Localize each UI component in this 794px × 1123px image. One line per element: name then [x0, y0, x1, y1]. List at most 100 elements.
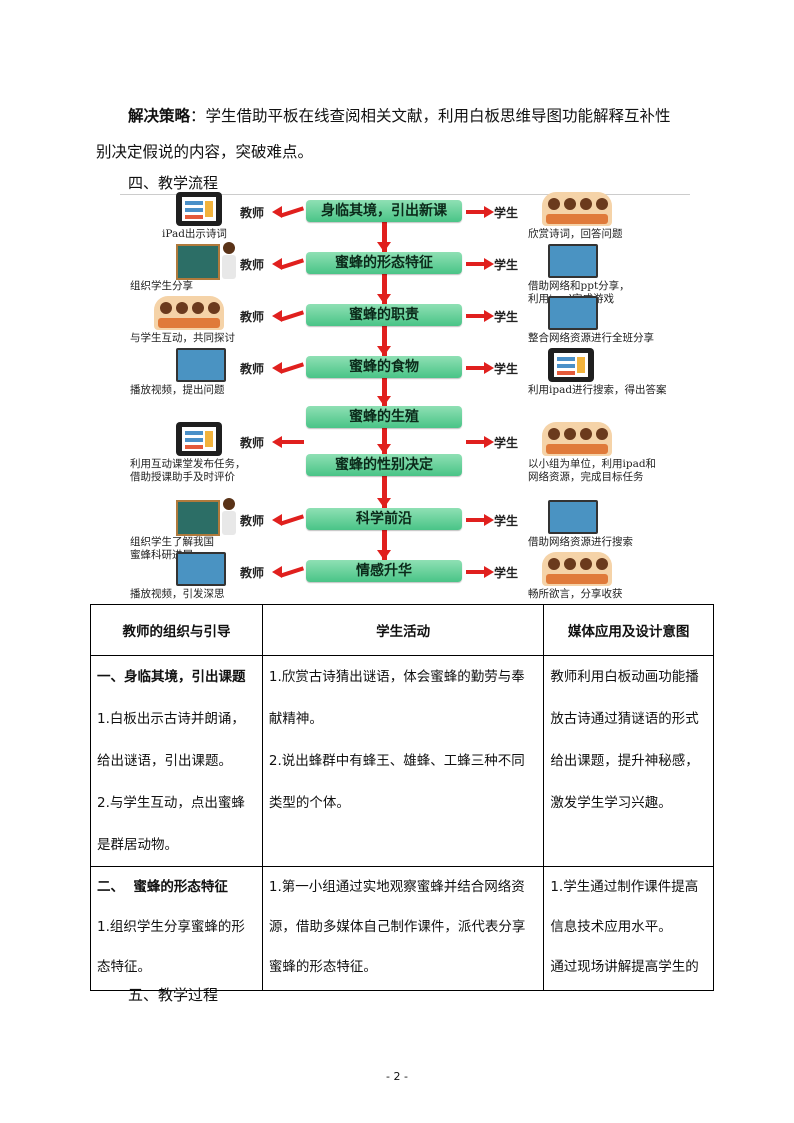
- student-group-icon: [542, 192, 612, 226]
- student-caption: 畅所欲言，分享收获: [528, 588, 623, 600]
- flow-spine: [382, 214, 387, 569]
- right-arrowhead-icon: [484, 258, 494, 270]
- row1-teacher-title: 一、身临其境，引出课题: [97, 669, 246, 685]
- row2-media-line: 信息技术应用水平。: [550, 919, 672, 935]
- teacher-board-icon: [176, 500, 220, 536]
- right-arrow-icon: [466, 570, 488, 574]
- teacher-label: 教师: [240, 514, 265, 528]
- strategy-paragraph: 解决策略：学生借助平板在线查阅相关文献，利用白板思维导图功能解释互补性 别决定假…: [96, 98, 696, 170]
- left-arrowhead-icon: [272, 566, 282, 578]
- down-arrow-icon: [377, 242, 391, 252]
- teacher-board-icon: [176, 244, 220, 280]
- teacher-caption: 播放视频，引发深思: [130, 588, 225, 600]
- row1-media-line: 放古诗通过猜谜语的形式: [550, 711, 699, 727]
- row1-teacher-line: 1.白板出示古诗并朗诵，: [97, 711, 245, 727]
- flow-step: 科学前沿: [306, 508, 462, 530]
- student-caption: 以小组为单位，利用ipad和: [528, 458, 657, 470]
- row2-teacher-title: 二、 蜜蜂的形态特征: [97, 879, 228, 895]
- row2-media-line: 通过现场讲解提高学生的: [550, 959, 699, 975]
- left-arrowhead-icon: [272, 206, 282, 218]
- student-caption: 利用ipad进行搜索，得出答案: [528, 384, 667, 396]
- row2-student-line: 1.第一小组通过实地观察蜜蜂并结合网络资: [268, 879, 525, 895]
- strategy-text-2: 别决定假说的内容，突破难点。: [96, 143, 314, 161]
- teaching-flow-chart: 身临其境，引出新课蜜蜂的形态特征蜜蜂的职责蜜蜂的食物蜜蜂的生殖蜜蜂的性别决定科学…: [120, 192, 690, 600]
- right-arrow-icon: [466, 366, 488, 370]
- student-label: 学生: [494, 566, 519, 580]
- row1-student-line: 类型的个体。: [268, 795, 350, 811]
- student-label: 学生: [494, 310, 519, 324]
- student-group-icon: [542, 552, 612, 586]
- teacher-label: 教师: [240, 362, 265, 376]
- teacher-monitor-icon: [176, 552, 226, 586]
- row2-media-cell: 1.学生通过制作课件提高 信息技术应用水平。 通过现场讲解提高学生的: [543, 866, 714, 991]
- student-label: 学生: [494, 514, 519, 528]
- left-arrowhead-icon: [272, 514, 282, 526]
- table-row: 一、身临其境，引出课题 1.白板出示古诗并朗诵， 给出谜语，引出课题。 2.与学…: [90, 655, 714, 867]
- teacher-caption: 利用互动课堂发布任务，: [130, 458, 246, 470]
- flow-step: 身临其境，引出新课: [306, 200, 462, 222]
- teacher-label: 教师: [240, 310, 265, 324]
- teacher-caption: 组织学生了解我国: [130, 536, 214, 548]
- right-arrowhead-icon: [484, 514, 494, 526]
- left-arrow-icon: [279, 258, 305, 270]
- student-caption: 整合网络资源进行全班分享: [528, 332, 654, 344]
- left-arrow-icon: [279, 362, 305, 374]
- row1-student-line: 献精神。: [268, 711, 323, 727]
- section-4-heading: 四、教学流程: [128, 174, 219, 192]
- flow-step: 蜜蜂的性别决定: [306, 454, 462, 476]
- teacher-caption: 与学生互动，共同探讨: [130, 332, 235, 344]
- strategy-label: 解决策略: [128, 107, 191, 125]
- down-arrow-icon: [377, 346, 391, 356]
- down-arrow-icon: [377, 550, 391, 560]
- down-arrow-icon: [377, 444, 391, 454]
- right-arrowhead-icon: [484, 310, 494, 322]
- row1-student-line: 2.说出蜂群中有蜂王、雄蜂、工蜂三种不同: [268, 753, 525, 769]
- down-arrow-icon: [377, 294, 391, 304]
- header-teacher: 教师的组织与引导: [90, 604, 263, 656]
- student-label: 学生: [494, 206, 519, 220]
- row2-teacher-line: 1.组织学生分享蜜蜂的形: [97, 919, 245, 935]
- right-arrowhead-icon: [484, 566, 494, 578]
- row1-student-line: 1.欣赏古诗猜出谜语，体会蜜蜂的勤劳与奉: [268, 669, 525, 685]
- row2-media-line: 1.学生通过制作课件提高: [550, 879, 699, 895]
- teacher-tablet-icon: [176, 192, 222, 226]
- teacher-label: 教师: [240, 258, 265, 272]
- row2-student-line: 源，借助多媒体自己制作课件，派代表分享: [268, 919, 526, 935]
- left-arrow-icon: [279, 206, 305, 218]
- row2-student-line: 蜜蜂的形态特征。: [268, 959, 377, 975]
- row1-teacher-line: 给出谜语，引出课题。: [97, 753, 232, 769]
- flow-step: 蜜蜂的形态特征: [306, 252, 462, 274]
- teacher-label: 教师: [240, 566, 265, 580]
- row1-student-cell: 1.欣赏古诗猜出谜语，体会蜜蜂的勤劳与奉 献精神。 2.说出蜂群中有蜂王、雄蜂、…: [261, 655, 545, 867]
- left-arrow-icon: [279, 310, 305, 322]
- left-arrowhead-icon: [272, 436, 282, 448]
- right-arrow-icon: [466, 262, 488, 266]
- student-caption: 网络资源，完成目标任务: [528, 471, 644, 483]
- teacher-caption: 组织学生分享: [130, 280, 193, 292]
- strategy-text-1: ：学生借助平板在线查阅相关文献，利用白板思维导图功能解释互补性: [190, 107, 671, 125]
- flow-step: 蜜蜂的职责: [306, 304, 462, 326]
- row2-student-cell: 1.第一小组通过实地观察蜜蜂并结合网络资 源，借助多媒体自己制作课件，派代表分享…: [261, 866, 545, 991]
- row2-teacher-cell: 二、 蜜蜂的形态特征 1.组织学生分享蜜蜂的形 态特征。: [90, 866, 263, 991]
- left-arrow-icon: [279, 566, 305, 578]
- right-arrow-icon: [466, 440, 488, 444]
- right-arrowhead-icon: [484, 362, 494, 374]
- table-header-row: 教师的组织与引导 学生活动 媒体应用及设计意图: [90, 604, 714, 656]
- teacher-person-icon: [222, 242, 236, 280]
- student-label: 学生: [494, 362, 519, 376]
- teacher-monitor-icon: [176, 348, 226, 382]
- student-group-icon: [542, 422, 612, 456]
- chart-top-rule: [120, 194, 690, 195]
- row1-teacher-line: 是群居动物。: [97, 837, 178, 853]
- left-arrow-icon: [280, 440, 304, 444]
- teacher-person-icon: [222, 498, 236, 536]
- teacher-label: 教师: [240, 436, 265, 450]
- row2-teacher-line: 态特征。: [97, 959, 151, 975]
- row1-teacher-cell: 一、身临其境，引出课题 1.白板出示古诗并朗诵， 给出谜语，引出课题。 2.与学…: [90, 655, 263, 867]
- table-row: 二、 蜜蜂的形态特征 1.组织学生分享蜜蜂的形 态特征。 1.第一小组通过实地观…: [90, 866, 714, 991]
- row1-media-line: 给出课题，提升神秘感，: [550, 753, 699, 769]
- row1-media-cell: 教师利用白板动画功能播 放古诗通过猜谜语的形式 给出课题，提升神秘感， 激发学生…: [543, 655, 714, 867]
- down-arrow-icon: [377, 396, 391, 406]
- flow-step: 蜜蜂的生殖: [306, 406, 462, 428]
- student-tablet-icon: [548, 348, 594, 382]
